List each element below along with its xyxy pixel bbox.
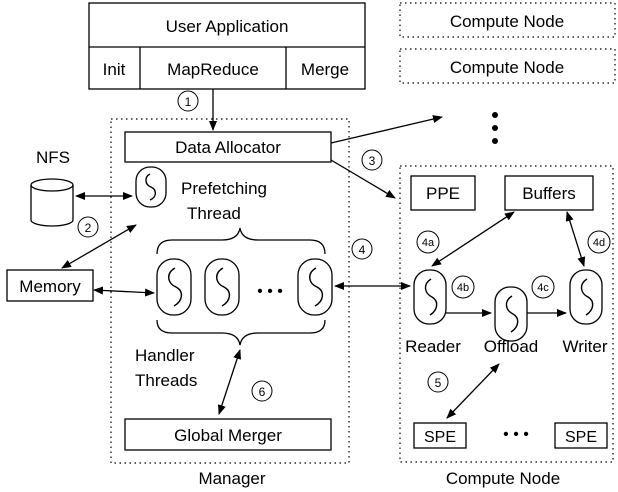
handler-label-line1: Handler <box>135 346 195 365</box>
step-3-marker: 3 <box>361 149 383 171</box>
offload-label: Offload <box>484 337 539 356</box>
step-4c-marker: 4c <box>531 275 555 299</box>
step-4b-marker: 4b <box>451 275 475 299</box>
writer-thread-icon <box>569 269 603 325</box>
arrow-buffers-writer <box>565 211 586 267</box>
manager-container <box>110 118 350 464</box>
prefetching-thread-icon <box>135 166 167 208</box>
prefetching-label-line2: Thread <box>187 204 241 223</box>
ppe-box: PPE <box>410 175 476 211</box>
handler-threads-top-brace <box>156 227 326 255</box>
step-6-marker: 6 <box>251 380 273 402</box>
spe-box-1: SPE <box>413 422 467 449</box>
step-4b-label: 4b <box>457 282 469 294</box>
step-4a-marker: 4a <box>416 230 440 254</box>
handler-thread-3-icon <box>297 258 333 316</box>
spe-2-label: SPE <box>565 429 597 446</box>
handler-threads-ellipsis: • • • <box>257 283 283 300</box>
nfs-disk-icon <box>30 178 74 227</box>
mapreduce-label: MapReduce <box>167 60 259 79</box>
writer-label: Writer <box>562 337 607 356</box>
arrow-allocator-to-compute-node <box>330 159 396 199</box>
main-compute-node-container <box>399 165 614 463</box>
spe-1-label: SPE <box>424 429 456 446</box>
global-merger-box: Global Merger <box>124 418 332 451</box>
nfs-label: NFS <box>36 148 70 167</box>
reader-thread-icon <box>413 269 447 325</box>
main-compute-node-caption: Compute Node <box>446 469 560 488</box>
spe-ellipsis: • • • <box>503 426 529 443</box>
ppe-label: PPE <box>426 184 460 203</box>
user-application-box: User Application Init MapReduce Merge <box>88 2 366 90</box>
handler-thread-1-icon <box>156 258 192 316</box>
step-4a-label: 4a <box>422 237 435 249</box>
arrow-buffers-reader <box>431 211 515 267</box>
memory-label: Memory <box>19 277 81 296</box>
init-label: Init <box>103 60 126 79</box>
step-3-label: 3 <box>369 154 376 168</box>
data-allocator-label: Data Allocator <box>175 138 281 157</box>
manager-caption: Manager <box>198 469 265 488</box>
step-1-label: 1 <box>185 95 192 109</box>
arrow-handlers-global-merger <box>218 349 241 415</box>
step-5-label: 5 <box>435 376 442 390</box>
step-2-marker: 2 <box>77 216 99 238</box>
merge-label: Merge <box>301 60 349 79</box>
arrow-offload-spe <box>446 363 500 419</box>
step-4c-label: 4c <box>537 282 549 294</box>
step-4d-marker: 4d <box>587 230 611 254</box>
step-6-label: 6 <box>259 385 266 399</box>
offload-thread-icon <box>494 286 528 342</box>
compute-node-1-label: Compute Node <box>450 12 564 31</box>
data-allocator-box: Data Allocator <box>124 131 332 163</box>
spe-box-2: SPE <box>554 422 608 449</box>
user-application-title: User Application <box>166 17 289 36</box>
handler-threads-bottom-brace <box>156 319 326 346</box>
arrows <box>61 89 586 419</box>
compute-node-1: Compute Node <box>399 2 616 38</box>
arrow-memory-handlers <box>93 286 155 297</box>
step-5-marker: 5 <box>427 371 449 393</box>
reader-label: Reader <box>405 337 461 356</box>
arrow-prefetch-memory <box>61 224 137 269</box>
step-4-label: 4 <box>359 243 366 257</box>
prefetching-label-line1: Prefetching <box>181 179 267 198</box>
compute-node-ellipsis <box>492 112 498 144</box>
step-1-marker: 1 <box>177 90 199 112</box>
global-merger-label: Global Merger <box>174 426 282 445</box>
compute-node-2: Compute Node <box>399 48 616 84</box>
arrow-allocator-to-remote-nodes <box>330 115 443 144</box>
step-2-label: 2 <box>85 221 92 235</box>
compute-node-2-label: Compute Node <box>450 58 564 77</box>
buffers-label: Buffers <box>522 184 576 203</box>
memory-box: Memory <box>6 269 94 302</box>
handler-label-line2: Threads <box>135 371 197 390</box>
buffers-box: Buffers <box>504 175 594 211</box>
step-4-marker: 4 <box>351 238 373 260</box>
handler-thread-2-icon <box>204 258 240 316</box>
step-4d-label: 4d <box>593 237 605 249</box>
